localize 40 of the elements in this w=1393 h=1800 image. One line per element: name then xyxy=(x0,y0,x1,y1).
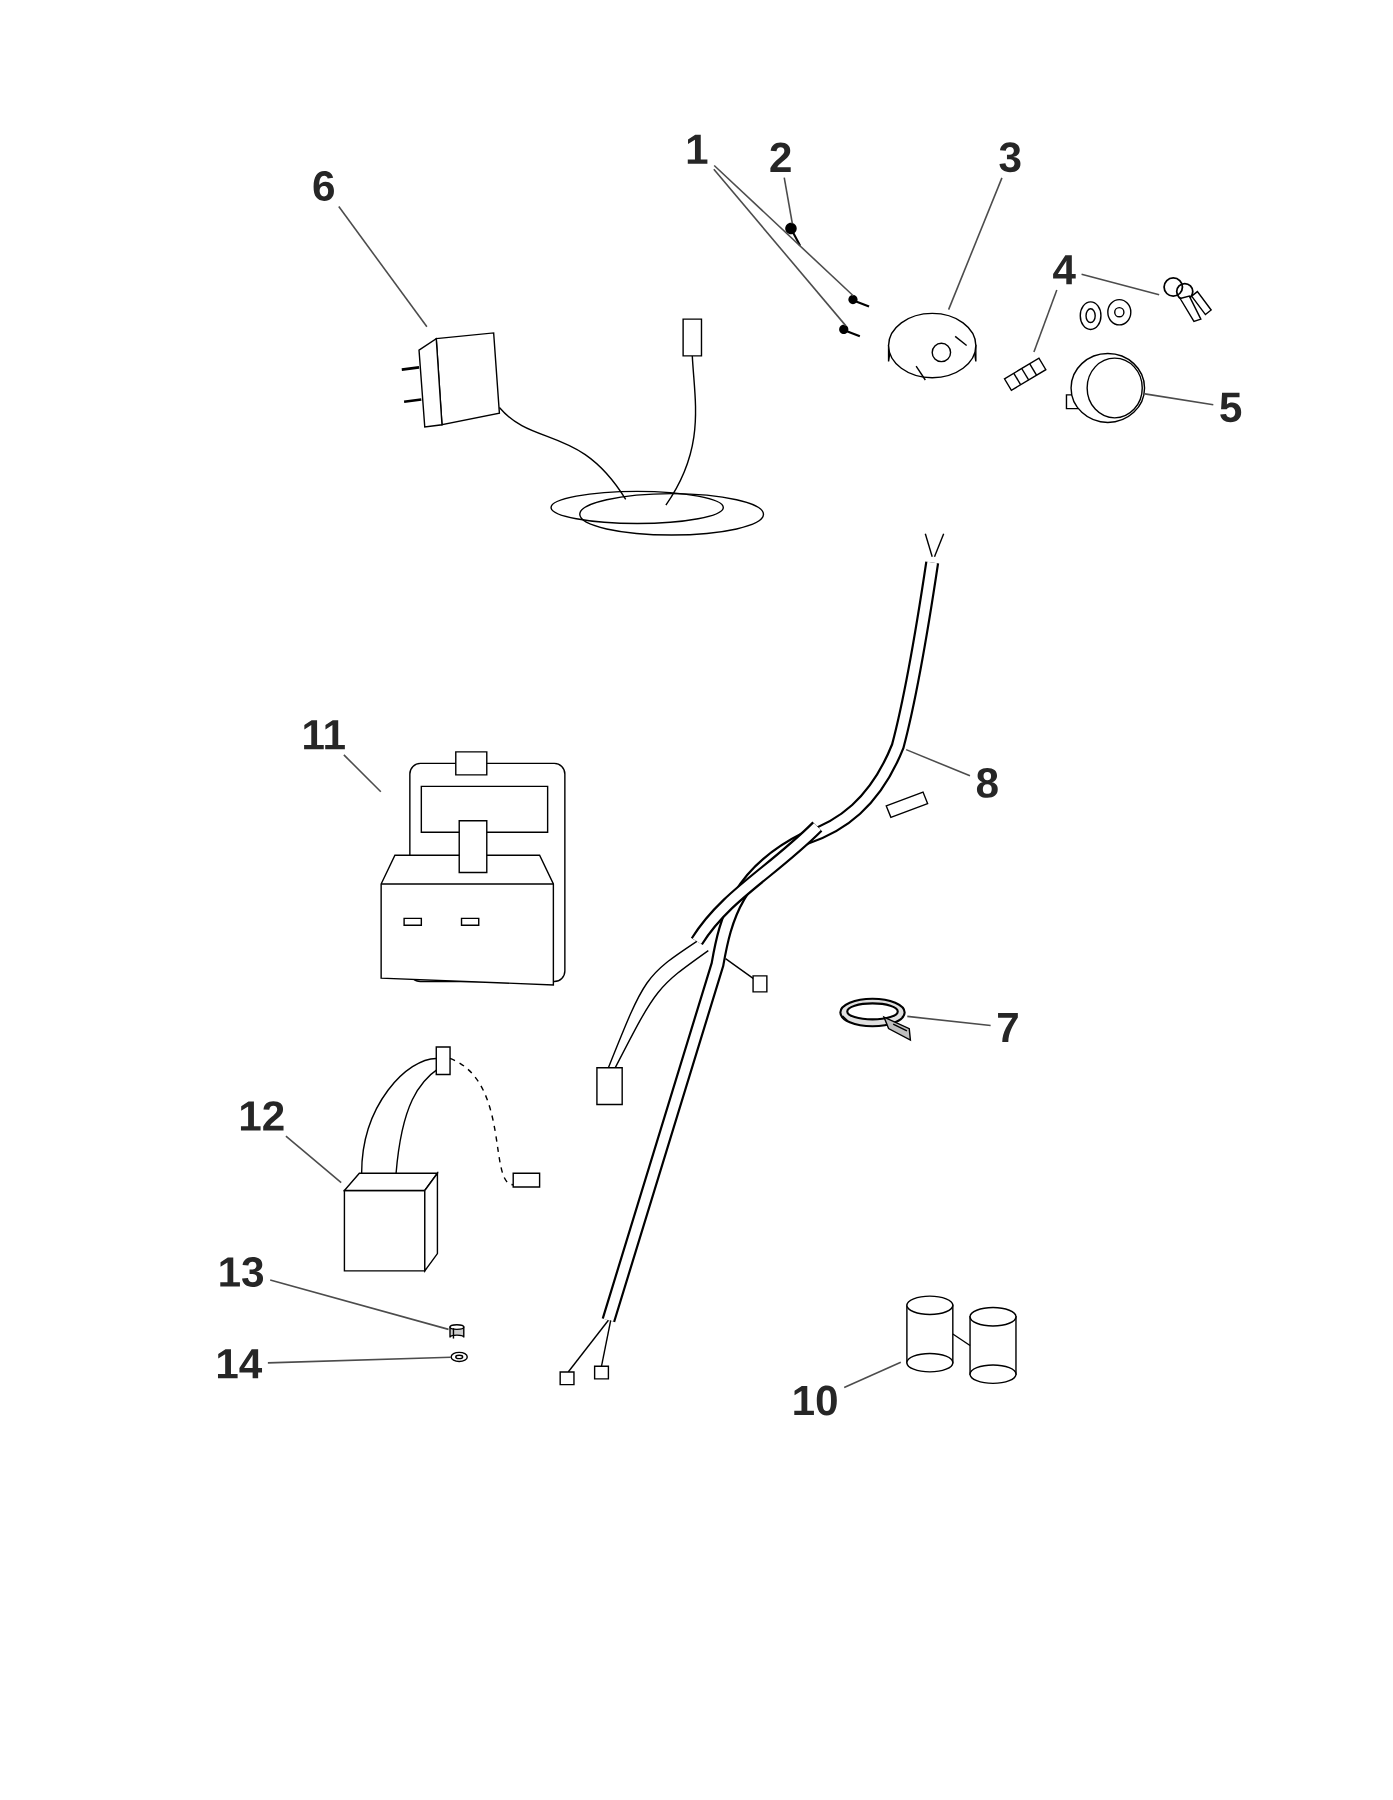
callout-number: 2 xyxy=(770,142,791,172)
leader-line xyxy=(285,1135,342,1184)
leader-line xyxy=(1033,289,1058,353)
callout-number: 10 xyxy=(794,1385,837,1416)
leader-line xyxy=(343,754,382,793)
callout-number: 1 xyxy=(687,134,708,164)
leader-line xyxy=(267,1356,452,1364)
leader-line xyxy=(269,1279,450,1331)
leader-line xyxy=(905,748,971,777)
battery-box-drawing xyxy=(380,751,566,986)
callout-number: 14 xyxy=(218,1349,263,1379)
screw-drawing xyxy=(848,295,870,308)
leader-line xyxy=(843,1361,902,1389)
callout-number: 8 xyxy=(976,768,998,798)
callout-number: 12 xyxy=(240,1101,284,1131)
callout-number: 6 xyxy=(313,171,334,201)
cap-drawing xyxy=(1065,352,1146,424)
switch-housing-drawing xyxy=(887,312,977,381)
screw-drawing xyxy=(839,324,861,338)
washer-drawing xyxy=(450,1351,468,1363)
charger-drawing xyxy=(401,318,765,536)
leader-line xyxy=(1080,273,1160,296)
callout-number: 13 xyxy=(220,1257,264,1287)
wiring-harness-drawing xyxy=(559,533,945,1386)
leader-line xyxy=(1144,393,1215,406)
callout-number: 4 xyxy=(1053,255,1076,285)
clamp-drawing xyxy=(906,1295,1017,1385)
leader-line xyxy=(906,1015,992,1027)
leader-line xyxy=(783,176,794,225)
leader-line xyxy=(947,177,1003,311)
leader-line xyxy=(338,205,428,328)
screw-drawing xyxy=(785,222,802,247)
callout-number: 3 xyxy=(999,142,1021,173)
callout-number: 5 xyxy=(1220,392,1242,423)
keys-drawing xyxy=(1163,276,1213,323)
callout-number: 7 xyxy=(998,1012,1018,1042)
cap-drawing xyxy=(449,1324,465,1340)
callout-number: 11 xyxy=(304,720,345,750)
leader-line xyxy=(713,168,847,327)
leader-line xyxy=(713,164,855,297)
